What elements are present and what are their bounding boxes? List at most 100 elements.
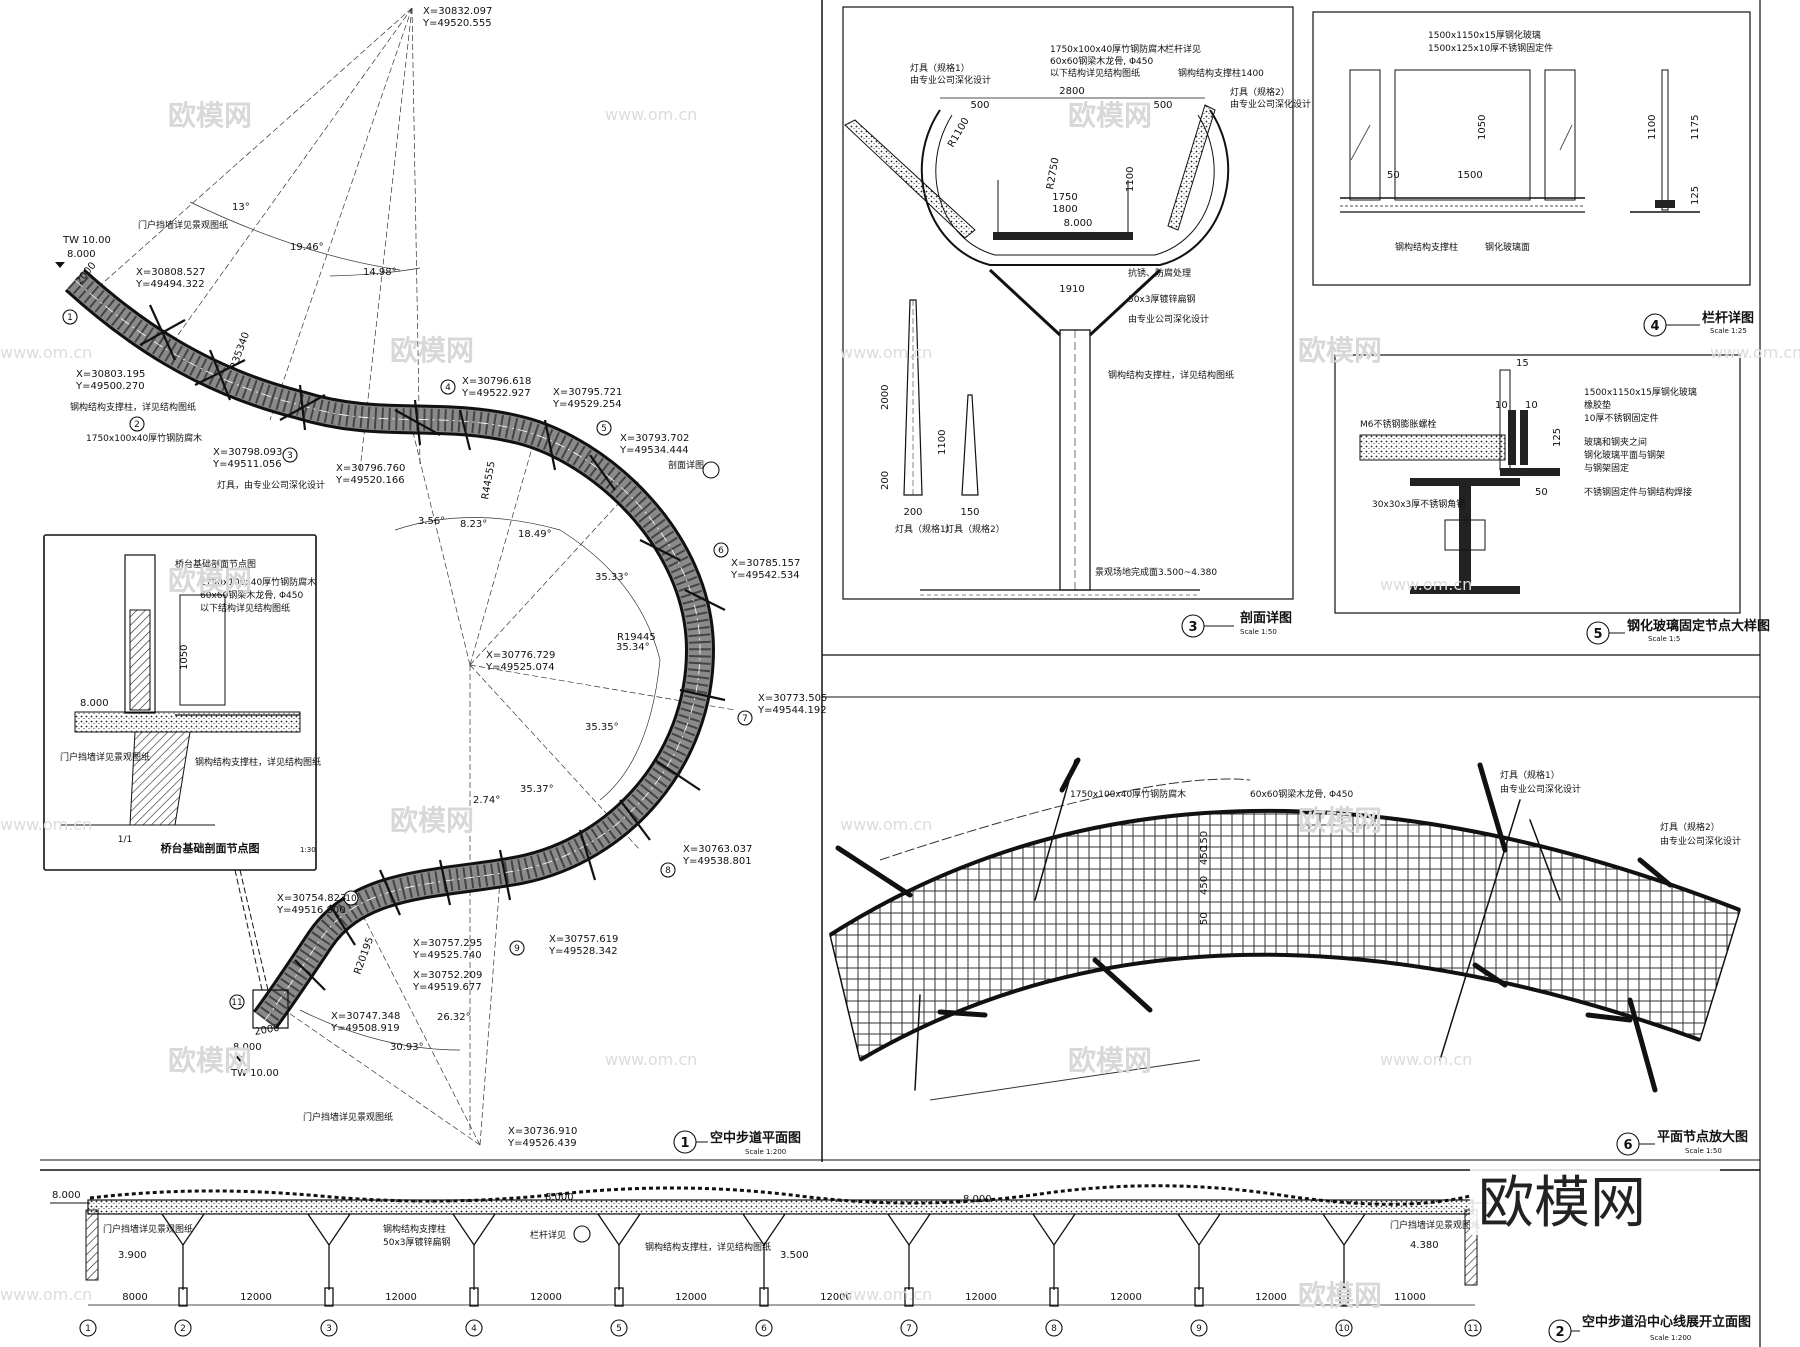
svg-text:4.380: 4.380 <box>1410 1240 1439 1251</box>
svg-text:Y=49511.056: Y=49511.056 <box>212 459 282 470</box>
svg-text:门户挡墙详见景观图纸: 门户挡墙详见景观图纸 <box>303 1111 393 1123</box>
svg-text:以下结构详见结构图纸: 以下结构详见结构图纸 <box>200 602 290 614</box>
svg-text:灯具，由专业公司深化设计: 灯具，由专业公司深化设计 <box>217 479 325 491</box>
svg-text:125: 125 <box>1690 186 1701 205</box>
svg-text:30x30x3厚不锈钢角钢: 30x30x3厚不锈钢角钢 <box>1372 498 1465 510</box>
svg-text:钢构结构支撑柱，详见结构图纸: 钢构结构支撑柱，详见结构图纸 <box>645 1241 771 1253</box>
svg-text:500: 500 <box>970 100 989 111</box>
svg-text:1800: 1800 <box>1052 204 1077 215</box>
svg-text:由专业公司深化设计: 由专业公司深化设计 <box>1230 98 1311 110</box>
svg-text:灯具（规格1）: 灯具（规格1） <box>1500 769 1560 781</box>
svg-text:R19445: R19445 <box>617 632 656 643</box>
svg-text:8.23°: 8.23° <box>460 519 487 530</box>
svg-text:12000: 12000 <box>1255 1292 1287 1303</box>
angle-arcs <box>189 201 661 1051</box>
svg-text:Y=49528.342: Y=49528.342 <box>548 946 618 957</box>
svg-text:R35340: R35340 <box>228 331 252 371</box>
plan-node-view: 1750x100x40厚竹钢防腐木 60x60钢梁木龙骨, Φ450 灯具（规格… <box>828 757 1748 1156</box>
svg-text:1100: 1100 <box>1647 115 1658 140</box>
svg-text:Y=49520.166: Y=49520.166 <box>335 475 405 486</box>
svg-text:30.93°: 30.93° <box>390 1042 424 1053</box>
svg-text:12000: 12000 <box>965 1292 997 1303</box>
svg-text:X=30832.097: X=30832.097 <box>423 6 492 17</box>
svg-text:12000: 12000 <box>1110 1292 1142 1303</box>
plan-axis-8: 8 <box>665 866 671 876</box>
svg-text:5: 5 <box>1593 627 1602 642</box>
svg-text:Y=49534.444: Y=49534.444 <box>619 445 689 456</box>
svg-text:2000: 2000 <box>880 385 891 410</box>
section-notes: 1750x100x40厚竹钢防腐木 60x60钢梁木龙骨, Φ450 以下结构详… <box>910 43 1311 578</box>
svg-text:8.000: 8.000 <box>233 1042 262 1053</box>
plan-title: 空中步道平面图 <box>710 1130 801 1146</box>
svg-text:Y=49520.555: Y=49520.555 <box>422 18 492 29</box>
svg-text:8.000: 8.000 <box>52 1190 81 1201</box>
svg-text:8.000: 8.000 <box>963 1194 992 1205</box>
svg-text:8.000: 8.000 <box>1064 218 1093 229</box>
svg-text:19.46°: 19.46° <box>290 242 324 253</box>
section-title: 剖面详图 <box>1240 610 1292 626</box>
svg-text:50x3厚镀锌扁钢: 50x3厚镀锌扁钢 <box>1128 293 1196 305</box>
svg-text:灯具（规格1）: 灯具（规格1） <box>895 523 955 535</box>
section-view: 2800 500 500 1750 1800 1100 1910 R1100 R… <box>842 6 1311 638</box>
svg-text:1750x100x40厚竹钢防腐木: 1750x100x40厚竹钢防腐木 <box>1070 788 1186 800</box>
svg-text:50x3厚镀锌扁钢: 50x3厚镀锌扁钢 <box>383 1236 451 1248</box>
svg-text:www.om.cn: www.om.cn <box>840 343 932 362</box>
svg-text:35.35°: 35.35° <box>585 722 619 733</box>
plan-axis-4: 4 <box>445 383 451 393</box>
svg-text:www.om.cn: www.om.cn <box>0 1285 92 1304</box>
svg-text:X=30757.619: X=30757.619 <box>549 934 618 945</box>
section-title-block: 3 剖面详图 Scale 1:50 <box>1181 610 1292 638</box>
svg-text:1100: 1100 <box>937 430 948 455</box>
svg-text:M6不锈钢膨胀螺栓: M6不锈钢膨胀螺栓 <box>1360 418 1437 430</box>
svg-text:12000: 12000 <box>385 1292 417 1303</box>
svg-text:8.000: 8.000 <box>545 1192 574 1203</box>
svg-text:Y=49508.919: Y=49508.919 <box>330 1023 400 1034</box>
svg-text:200: 200 <box>880 471 891 490</box>
svg-text:6: 6 <box>1623 1138 1632 1153</box>
svg-text:X=30736.910: X=30736.910 <box>508 1126 577 1137</box>
svg-text:桥台基础剖面节点图: 桥台基础剖面节点图 <box>175 558 256 570</box>
svg-text:Scale 1:200: Scale 1:200 <box>745 1148 786 1156</box>
svg-text:www.om.cn: www.om.cn <box>605 1050 697 1069</box>
svg-text:10: 10 <box>1495 400 1508 411</box>
abutment-detail: 桥台基础剖面节点图 1750x100x40厚竹钢防腐木 60x60钢梁木龙骨, … <box>43 534 321 991</box>
svg-text:X=30796.618: X=30796.618 <box>462 376 531 387</box>
svg-text:2800: 2800 <box>1059 86 1084 97</box>
svg-text:Y=49522.927: Y=49522.927 <box>461 388 531 399</box>
svg-text:X=30757.295: X=30757.295 <box>413 938 482 949</box>
svg-text:4: 4 <box>471 1324 477 1334</box>
svg-text:15: 15 <box>1516 358 1529 369</box>
svg-text:门户挡墙详见景观图纸: 门户挡墙详见景观图纸 <box>138 219 228 231</box>
svg-text:1/1: 1/1 <box>118 835 132 845</box>
svg-text:14.98°: 14.98° <box>363 267 397 278</box>
svg-text:200: 200 <box>903 507 922 518</box>
svg-text:150: 150 <box>960 507 979 518</box>
svg-text:X=30808.527: X=30808.527 <box>136 267 205 278</box>
svg-text:6: 6 <box>761 1324 767 1334</box>
svg-text:X=30796.760: X=30796.760 <box>336 463 405 474</box>
svg-text:50: 50 <box>1199 912 1210 925</box>
svg-text:1500: 1500 <box>1457 170 1482 181</box>
curved-deck-grid <box>829 810 1741 1062</box>
svg-text:灯具（规格1）: 灯具（规格1） <box>910 62 970 74</box>
svg-text:Y=49500.270: Y=49500.270 <box>75 381 145 392</box>
svg-text:栏杆详见: 栏杆详见 <box>530 1229 566 1241</box>
svg-text:X=30785.157: X=30785.157 <box>731 558 800 569</box>
elevation-columns <box>161 1213 1366 1307</box>
svg-text:60x60钢梁木龙骨, Φ450: 60x60钢梁木龙骨, Φ450 <box>1050 55 1153 67</box>
svg-text:450: 450 <box>1199 846 1210 865</box>
svg-text:18.49°: 18.49° <box>518 529 552 540</box>
elevation-notes: 门户挡墙详见景观图纸 钢构结构支撑柱 50x3厚镀锌扁钢 栏杆详见 钢构结构支撑… <box>103 1219 1480 1253</box>
svg-text:26.32°: 26.32° <box>437 1012 471 1023</box>
elevation-view: 8000 12000 12000 12000 12000 12000 12000… <box>50 1184 1751 1343</box>
svg-text:Scale 1:5: Scale 1:5 <box>1648 635 1680 643</box>
svg-text:由专业公司深化设计: 由专业公司深化设计 <box>1500 783 1581 795</box>
svg-text:125: 125 <box>1552 428 1563 447</box>
svg-text:5: 5 <box>616 1324 622 1334</box>
plan-node-title: 平面节点放大图 <box>1657 1129 1748 1145</box>
plan-axis-3: 3 <box>287 451 293 461</box>
svg-text:3.500: 3.500 <box>780 1250 809 1261</box>
svg-text:Scale 1:50: Scale 1:50 <box>1240 628 1277 636</box>
svg-text:钢化玻璃平面与钢架: 钢化玻璃平面与钢架 <box>1584 449 1665 461</box>
